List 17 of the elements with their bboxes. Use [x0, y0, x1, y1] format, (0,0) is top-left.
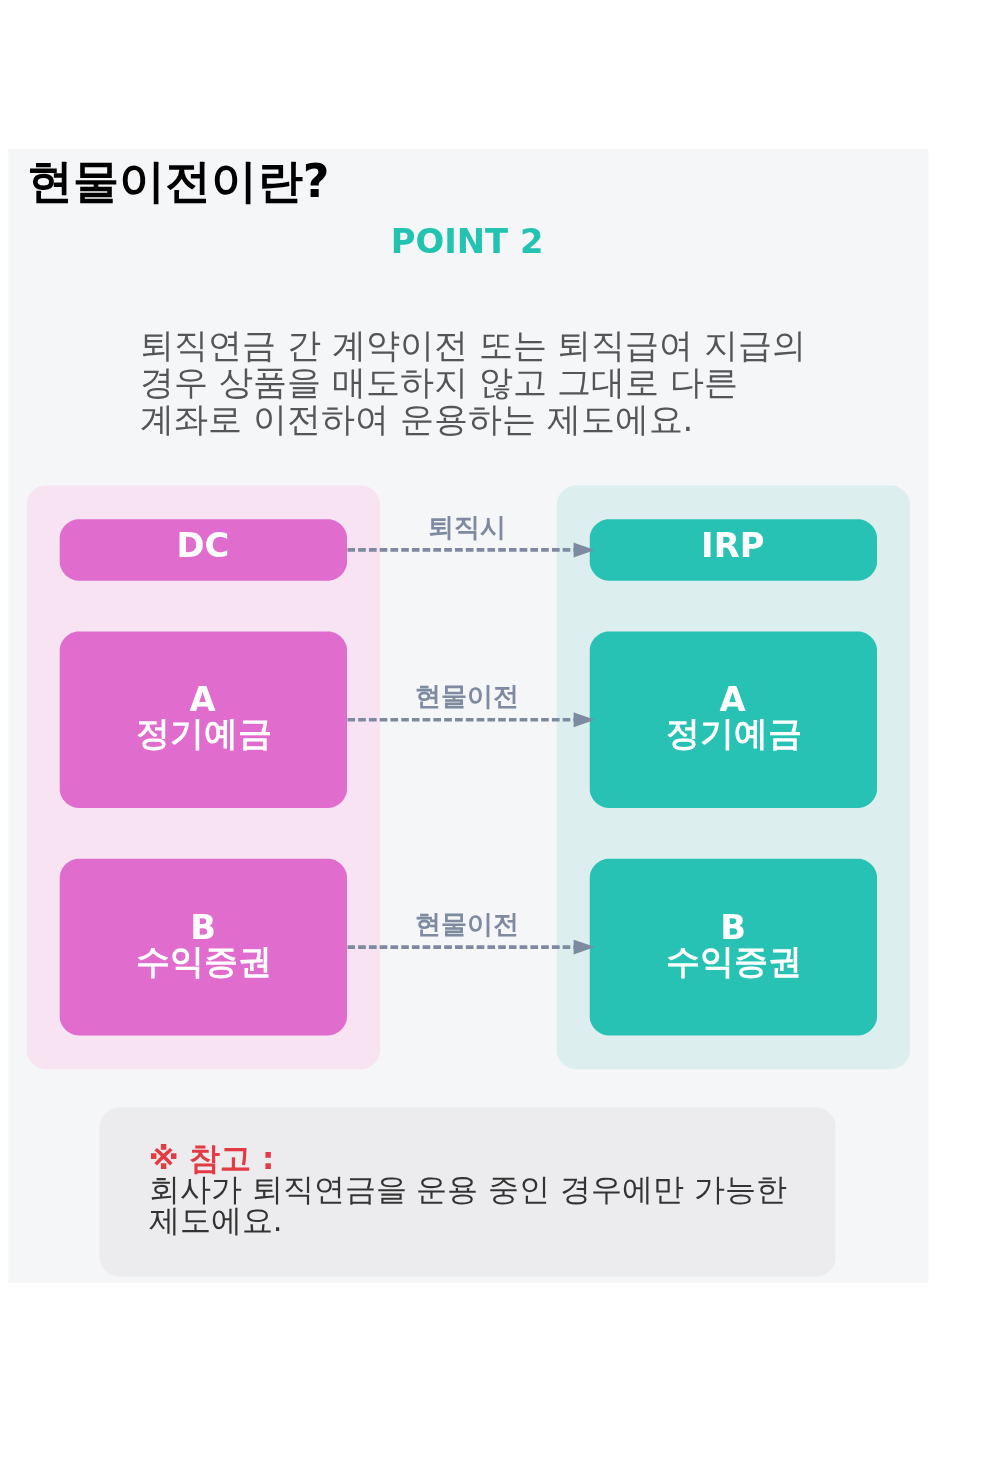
node-box: A 정기예금 [59, 631, 347, 809]
node-box: IRP [589, 519, 877, 581]
arrow [347, 939, 595, 955]
cluster [556, 485, 911, 1070]
edge-label: 현물이전 [414, 681, 519, 712]
edge-label: 현물이전 [414, 908, 519, 939]
diagram-title: 현물이전이란? [26, 153, 330, 208]
cluster [26, 485, 381, 1070]
edge-label: 퇴직시 [428, 511, 507, 542]
node-box: DC [59, 519, 347, 581]
node-box: A 정기예금 [589, 631, 877, 809]
label: 퇴직연금 간 계약이전 또는 퇴직급여 지급의 경우 상품을 매도하지 않고 그대로 다른 계좌로 이전하여 운용하는 제도에요. [140, 326, 807, 440]
node-box: B 수익증권 [59, 858, 347, 1036]
arrow [347, 712, 595, 728]
label: POINT 2 [390, 221, 544, 261]
arrow [347, 542, 595, 558]
node-box: B 수익증권 [589, 858, 877, 1036]
